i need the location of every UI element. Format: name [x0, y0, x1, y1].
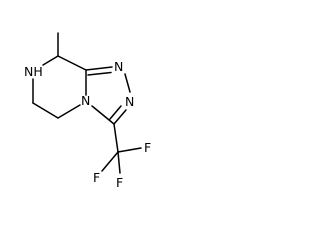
bond-n2-c3 — [113, 109, 127, 125]
bond-c5-n4 — [57, 104, 81, 119]
bond-c3-cf3 — [113, 123, 119, 153]
bond-c8a-n1-second — [87, 71, 112, 76]
bond-c8a-n1 — [85, 66, 113, 71]
bonds — [32, 32, 142, 174]
bond-c8-nh — [42, 55, 59, 66]
bond-c-f3 — [101, 151, 119, 172]
bond-c8-c8a — [57, 55, 87, 71]
bond-c-f1 — [117, 147, 142, 153]
bond-n1-n2 — [124, 73, 131, 93]
structure-diagram: NH N N N F F F — [0, 0, 184, 200]
atom-label-nh: NH — [24, 64, 43, 79]
atom-label-n1: N — [114, 59, 123, 74]
bond-c-f2 — [117, 151, 121, 174]
bond-c6-c5 — [32, 102, 59, 119]
atom-label-n4: N — [81, 93, 90, 108]
molecule-drawing: NH N N N F F F — [24, 32, 151, 190]
bond-n2-c3-second — [109, 105, 122, 120]
atom-label-f3: F — [93, 170, 100, 185]
atom-label-f2: F — [116, 175, 123, 190]
bond-c3-n4 — [91, 105, 115, 125]
atom-label-f1: F — [144, 140, 151, 155]
atom-label-n2: N — [125, 94, 134, 109]
atom-labels: NH N N N F F F — [24, 59, 151, 190]
